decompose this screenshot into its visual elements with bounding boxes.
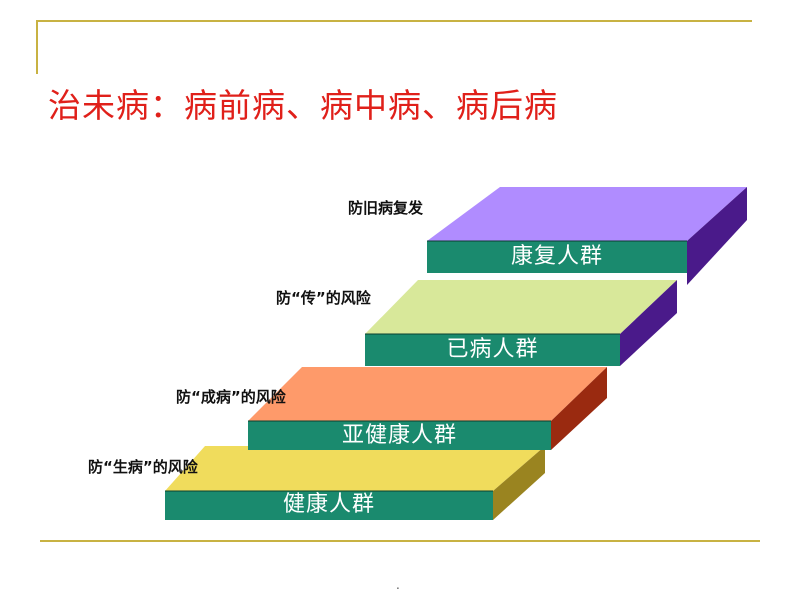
top-rule-horizontal [36, 20, 752, 22]
step-level-4 [427, 187, 747, 285]
step-2-group-label: 亚健康人群 [341, 423, 457, 448]
step-level-2 [248, 367, 607, 450]
step-3-side [620, 280, 677, 366]
page-marker: . [396, 578, 400, 592]
step-4-top [427, 187, 747, 241]
step-3-top [365, 280, 677, 334]
bottom-rule [40, 540, 760, 542]
step-3-risk-label: 防“传”的风险 [276, 289, 371, 307]
step-1-risk-label: 防“生病”的风险 [88, 458, 198, 476]
slide-title: 治未病：病前病、病中病、病后病 [48, 86, 558, 125]
step-1-side [493, 446, 545, 520]
step-1-front [165, 491, 493, 520]
step-3-front [365, 334, 620, 366]
top-rule-vertical [36, 20, 38, 74]
step-level-3 [365, 280, 677, 366]
step-2-side [551, 367, 607, 450]
step-2-front [248, 421, 551, 450]
step-1-group-label: 健康人群 [282, 492, 375, 517]
step-4-group-label: 康复人群 [510, 244, 603, 269]
step-1-top [165, 446, 545, 491]
step-2-risk-label: 防“成病”的风险 [176, 388, 286, 406]
step-3-group-label: 已病人群 [446, 337, 539, 362]
step-4-risk-label: 防旧病复发 [348, 199, 424, 217]
step-2-top [248, 367, 607, 421]
step-4-front [427, 241, 687, 273]
step-level-1 [165, 446, 545, 520]
step-4-side [687, 187, 747, 285]
